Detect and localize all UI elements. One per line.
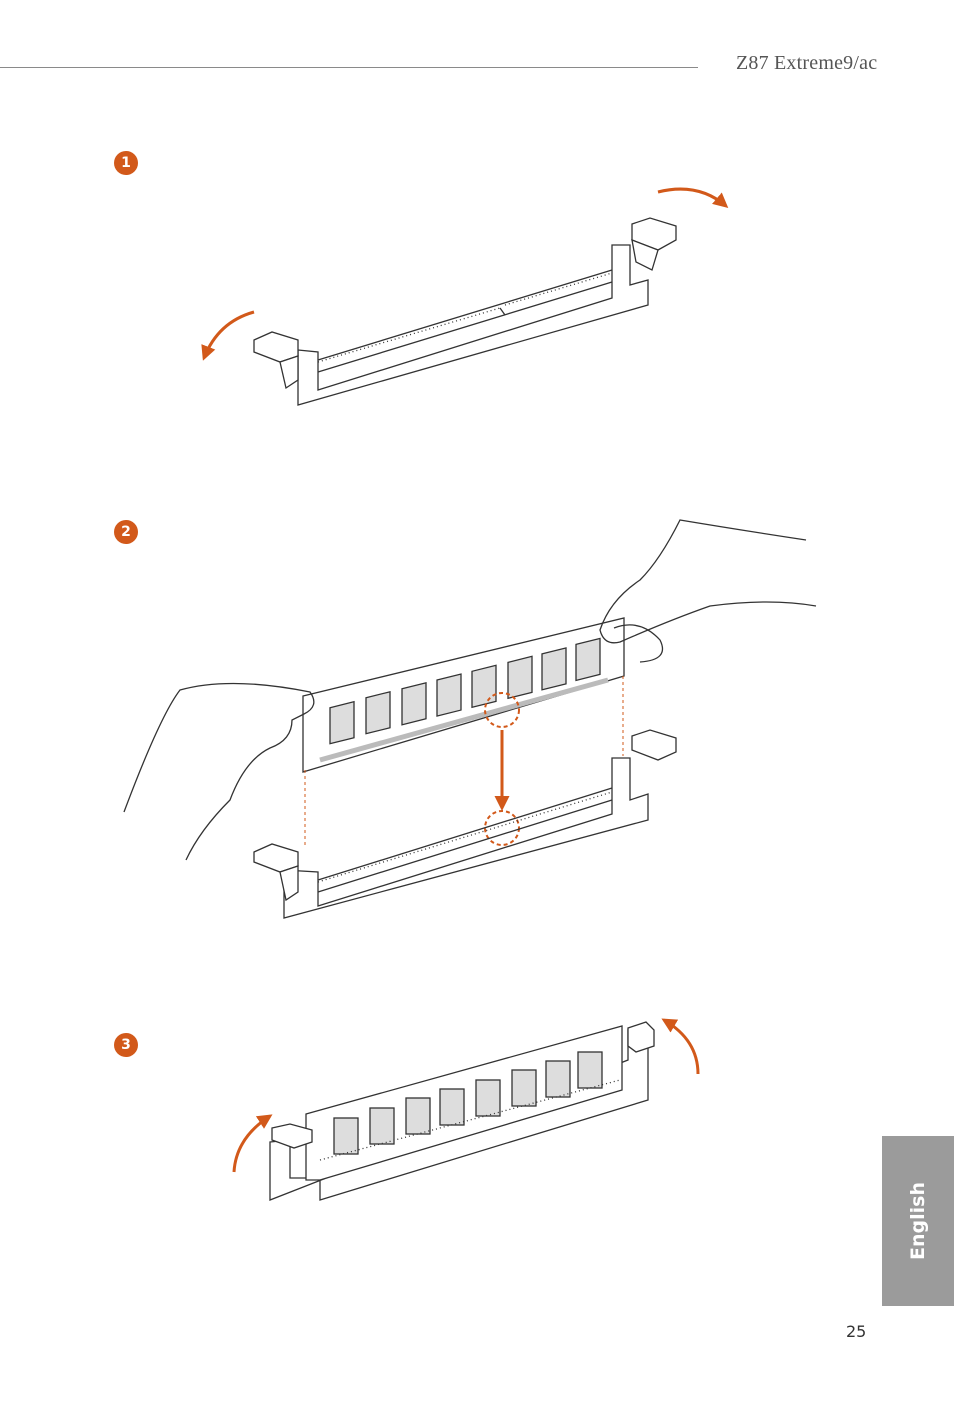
language-label: English xyxy=(907,1182,929,1260)
step-1-dimm-slot xyxy=(254,218,676,405)
left-latch-close-arrow xyxy=(234,1116,270,1172)
right-latch-close-arrow xyxy=(664,1020,698,1074)
right-latch-arrow xyxy=(658,189,726,206)
step-2-dimm-module xyxy=(303,618,624,772)
left-latch-arrow xyxy=(204,312,254,358)
page-number: 25 xyxy=(846,1322,866,1341)
step-3-dimm-assembly xyxy=(270,1022,654,1200)
right-latch-closed xyxy=(628,1022,654,1052)
right-latch-open xyxy=(632,730,676,760)
left-latch-open xyxy=(254,332,298,388)
language-tab: English xyxy=(882,1136,954,1306)
right-latch-open xyxy=(632,218,676,270)
left-latch-open xyxy=(254,844,298,900)
slot-key-highlight xyxy=(485,811,519,845)
